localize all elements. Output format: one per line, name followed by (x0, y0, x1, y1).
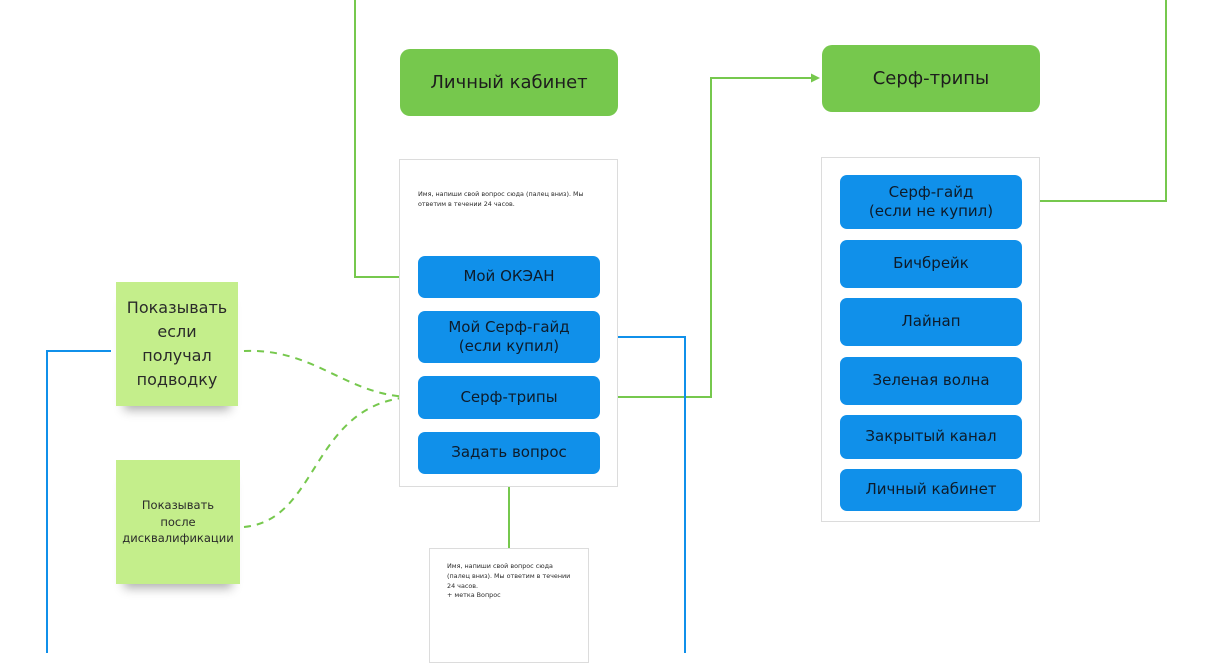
lineup-button[interactable]: Лайнап (840, 298, 1022, 346)
question-screen-message: Имя, напиши свой вопрос сюда (палец вниз… (447, 562, 571, 590)
question-screen-tag-note: + метка Вопрос (447, 591, 501, 599)
cabinet-screen-message: Имя, напиши свой вопрос сюда (палец вниз… (418, 190, 584, 208)
sticky-note-show-if-received[interactable]: Показывать если получал подводку (116, 282, 238, 406)
my-ocean-button[interactable]: Мой ОКЭАН (418, 256, 600, 298)
green-wave-button[interactable]: Зеленая волна (840, 357, 1022, 405)
question-screen: Имя, напиши свой вопрос сюда (палец вниз… (429, 548, 589, 663)
surf-trips-button[interactable]: Серф-трипы (418, 376, 600, 419)
sticky-note-show-after-disqualification[interactable]: Показывать после дисквалификации (116, 460, 240, 584)
connector-surf-trips-button-to-header (600, 73, 820, 398)
closed-channel-button[interactable]: Закрытый канал (840, 415, 1022, 459)
connector-sticky-left-down (46, 350, 111, 653)
beachbreak-button[interactable]: Бичбрейк (840, 240, 1022, 288)
connector-sticky-disqualified-to-surf-trips (243, 396, 411, 528)
personal-cabinet-button[interactable]: Личный кабинет (840, 469, 1022, 511)
connector-sticky-received-to-surf-trips (243, 349, 411, 398)
surf-trips-header[interactable]: Серф-трипы (822, 45, 1040, 112)
my-surf-guide-button[interactable]: Мой Серф-гайд (если купил) (418, 311, 600, 363)
ask-question-button[interactable]: Задать вопрос (418, 432, 600, 474)
cabinet-header[interactable]: Личный кабинет (400, 49, 618, 116)
surf-guide-not-bought-button[interactable]: Серф-гайд (если не купил) (840, 175, 1022, 229)
connector-top-right-to-surf-guide (1022, 0, 1167, 202)
